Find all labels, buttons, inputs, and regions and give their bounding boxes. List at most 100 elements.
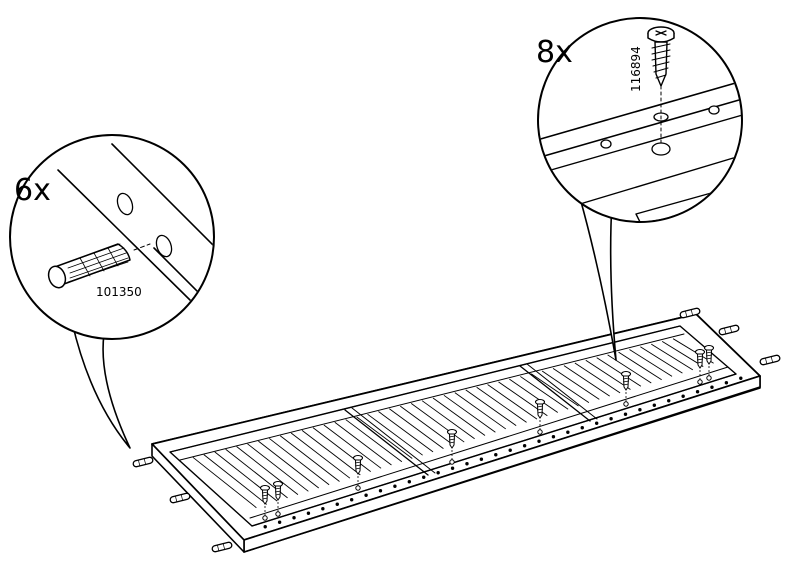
slat-line [552, 367, 600, 400]
rail-hole [710, 385, 714, 389]
slat-line [454, 392, 507, 430]
rail-hole [321, 507, 325, 511]
dowel-icon [759, 354, 781, 366]
slat-line [574, 362, 621, 394]
rail-hole [724, 381, 729, 385]
slat-line [421, 400, 475, 440]
screw-icon [272, 480, 284, 517]
slat-line [334, 421, 392, 466]
rail-hole [508, 448, 512, 452]
rail-hole [450, 466, 455, 470]
rail-hole [551, 435, 556, 439]
slat-line [399, 405, 455, 446]
rail-hole [667, 399, 671, 403]
rail-hole [695, 390, 700, 394]
screw-icon [703, 344, 715, 381]
slat-line [203, 454, 268, 505]
slat-line [247, 443, 309, 492]
dowel-part-number: 101350 [96, 285, 142, 299]
dowel-icon [169, 492, 191, 504]
slat-line [476, 386, 527, 423]
slat-line [618, 351, 662, 381]
slat-line [258, 440, 320, 489]
slat-line [312, 427, 371, 472]
rail-hole [263, 525, 267, 529]
screw-icon [534, 398, 546, 435]
rail-hole [465, 462, 469, 466]
rail-hole [479, 457, 484, 461]
dowel-quantity: 6x [14, 173, 51, 208]
rail-hole [494, 453, 498, 457]
screw-icon [352, 454, 364, 491]
dowel-icon [211, 541, 233, 553]
screw-icon [647, 26, 675, 87]
dowel-icon [718, 324, 740, 336]
rail-hole [306, 511, 311, 515]
slat-line [607, 354, 652, 384]
rail-hole [335, 502, 339, 506]
rail-hole [681, 394, 685, 398]
slat-line [661, 341, 704, 367]
slat-line [345, 419, 403, 463]
rail-hole [378, 489, 383, 493]
slat-line [465, 389, 517, 427]
slat-line [378, 411, 434, 453]
dowel-icon [679, 307, 701, 319]
slatted-panel-frame-icon [151, 313, 761, 553]
rail-hole [580, 426, 584, 430]
slat-line [432, 397, 486, 436]
screw-icon [694, 348, 706, 385]
rail-hole [566, 430, 570, 434]
rail-hole [537, 439, 541, 443]
rail-hole [652, 403, 657, 407]
slat-line [541, 370, 590, 404]
dowel-icon [132, 307, 781, 553]
slat-line [356, 416, 413, 459]
rail-hole [422, 475, 426, 479]
slat-line [389, 408, 444, 449]
wooden-dowel-icon [47, 243, 131, 289]
screw-part-number: 116894 [629, 46, 643, 92]
rail-hole [739, 376, 743, 380]
slat-line [367, 413, 423, 456]
slat-line [290, 432, 351, 479]
dowel-icon [132, 456, 154, 468]
rail-hole [277, 520, 282, 524]
rail-hole [609, 417, 613, 421]
slat-line [651, 343, 694, 371]
slat-line [509, 378, 558, 413]
rail-hole [436, 471, 440, 475]
rail-hole [594, 421, 599, 425]
rail-hole [349, 498, 354, 502]
slat-line [629, 349, 673, 377]
slat-line [530, 373, 579, 407]
screw-quantity: 8x [536, 35, 573, 70]
dowel-callout: 101350 [9, 134, 215, 449]
rail-hole [623, 412, 628, 416]
slat-line [236, 446, 299, 495]
slat-line [323, 424, 382, 469]
slat-line [520, 376, 569, 410]
slat-line [443, 394, 496, 433]
screw-icon [620, 370, 632, 407]
rail-hole [292, 516, 296, 520]
screw-icon [259, 344, 715, 521]
slat-line [585, 359, 631, 390]
slat-line [596, 357, 642, 387]
slat-line [279, 435, 340, 482]
slat-line [487, 384, 538, 420]
slat-line [563, 365, 610, 397]
slat-line [640, 346, 683, 374]
rail-hole [364, 493, 368, 497]
screw-icon [446, 428, 458, 465]
rail-hole [522, 444, 527, 448]
slat-line [269, 438, 330, 486]
slat-line [192, 456, 257, 509]
rail-hole [407, 480, 412, 484]
rail-hole [393, 484, 397, 488]
slat-line [410, 403, 465, 443]
screw-icon [259, 484, 271, 521]
rail-hole [638, 408, 642, 412]
